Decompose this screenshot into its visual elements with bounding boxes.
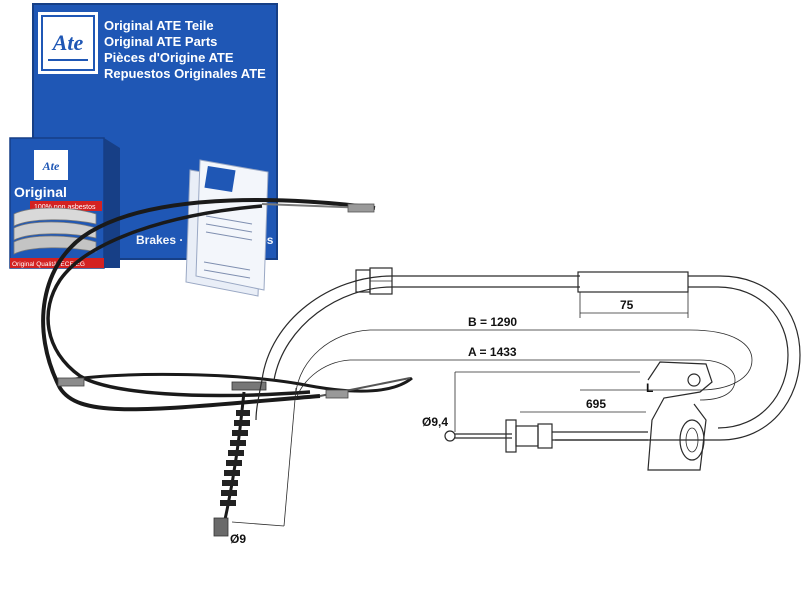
d75-label: 75 [620, 298, 634, 312]
mounting-bracket-icon [647, 361, 713, 471]
svg-text:Ate: Ate [42, 159, 60, 173]
brake-pads-icon [13, 207, 97, 255]
box-line-4: Repuestos Originales ATE [104, 66, 266, 81]
dia94-label: Ø9,4 [422, 415, 448, 429]
b-dimension-label: B = 1290 [468, 315, 517, 329]
ate-logo-small-icon: Ate [34, 150, 68, 180]
small-box-footer: Original Qualität ECE/EG [12, 261, 85, 268]
small-box-title: Original [14, 184, 67, 200]
d695-label: 695 [586, 397, 606, 411]
ate-logo-icon: Ate [38, 12, 98, 74]
instruction-leaflet-icon [185, 159, 269, 297]
box-line-1: Original ATE Teile [104, 18, 214, 33]
technical-drawing: B = 1290 A = 1433 75 695 Ø9,4 L [255, 267, 801, 471]
side-label: L [646, 381, 653, 395]
logo-text: Ate [51, 30, 84, 55]
small-box-badge: 100% non asbestos [34, 204, 96, 211]
cable-photo: Ø9 [41, 198, 413, 546]
box-line-3: Pièces d'Origine ATE [104, 50, 234, 65]
a-dimension-label: A = 1433 [468, 345, 517, 359]
dia9-label: Ø9 [230, 532, 246, 546]
rubber-boot-icon [213, 381, 267, 537]
box-line-2: Original ATE Parts [104, 34, 217, 49]
brake-pad-box: Ate Original 100% non asbestos Original … [9, 137, 120, 269]
